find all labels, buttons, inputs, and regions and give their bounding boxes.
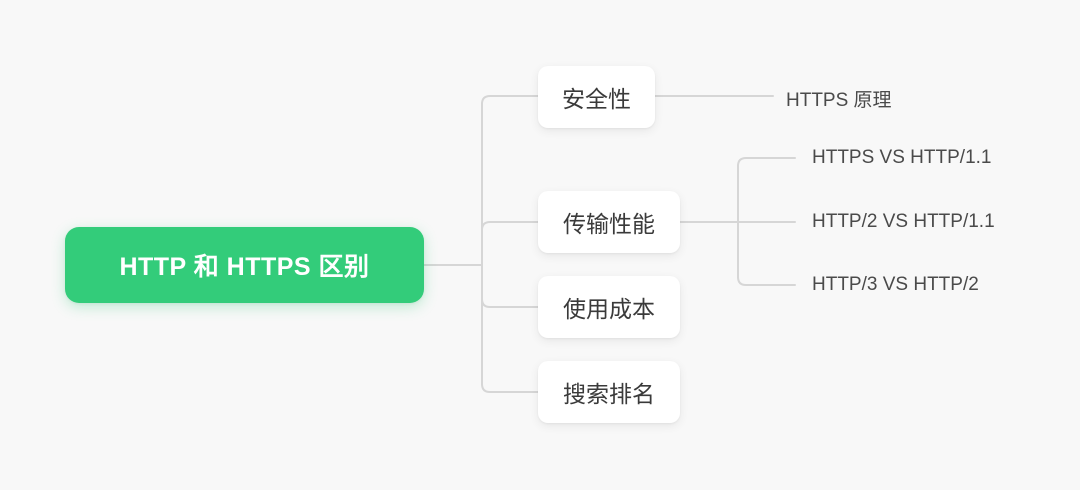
branch-node-security[interactable]: 安全性	[538, 66, 655, 128]
connector-to-security	[481, 95, 539, 105]
leaf-label-http2-vs-http11[interactable]: HTTP/2 VS HTTP/1.1	[812, 211, 995, 232]
connector-to-vs3	[737, 276, 796, 286]
root-node-label: HTTP 和 HTTPS 区别	[119, 253, 370, 281]
branch-node-security-label: 安全性	[562, 86, 631, 112]
branch-node-usage-cost-label: 使用成本	[563, 296, 655, 322]
root-node[interactable]: HTTP 和 HTTPS 区别	[65, 227, 424, 303]
connector-to-perf	[481, 221, 539, 231]
leaf-label-http3-vs-http2[interactable]: HTTP/3 VS HTTP/2	[812, 274, 979, 295]
branch-node-search-ranking-label: 搜索排名	[563, 381, 655, 407]
branch-node-transmission-performance-label: 传输性能	[563, 211, 655, 237]
branch-node-usage-cost[interactable]: 使用成本	[538, 276, 680, 338]
connector-to-seo	[481, 383, 539, 393]
connector-to-vs1	[737, 157, 796, 167]
branch-node-search-ranking[interactable]: 搜索排名	[538, 361, 680, 423]
leaf-label-https-vs-http11[interactable]: HTTPS VS HTTP/1.1	[812, 147, 992, 168]
connector-to-cost	[481, 298, 539, 308]
leaf-label-https-principle[interactable]: HTTPS 原理	[786, 90, 892, 111]
branch-node-transmission-performance[interactable]: 传输性能	[538, 191, 680, 253]
